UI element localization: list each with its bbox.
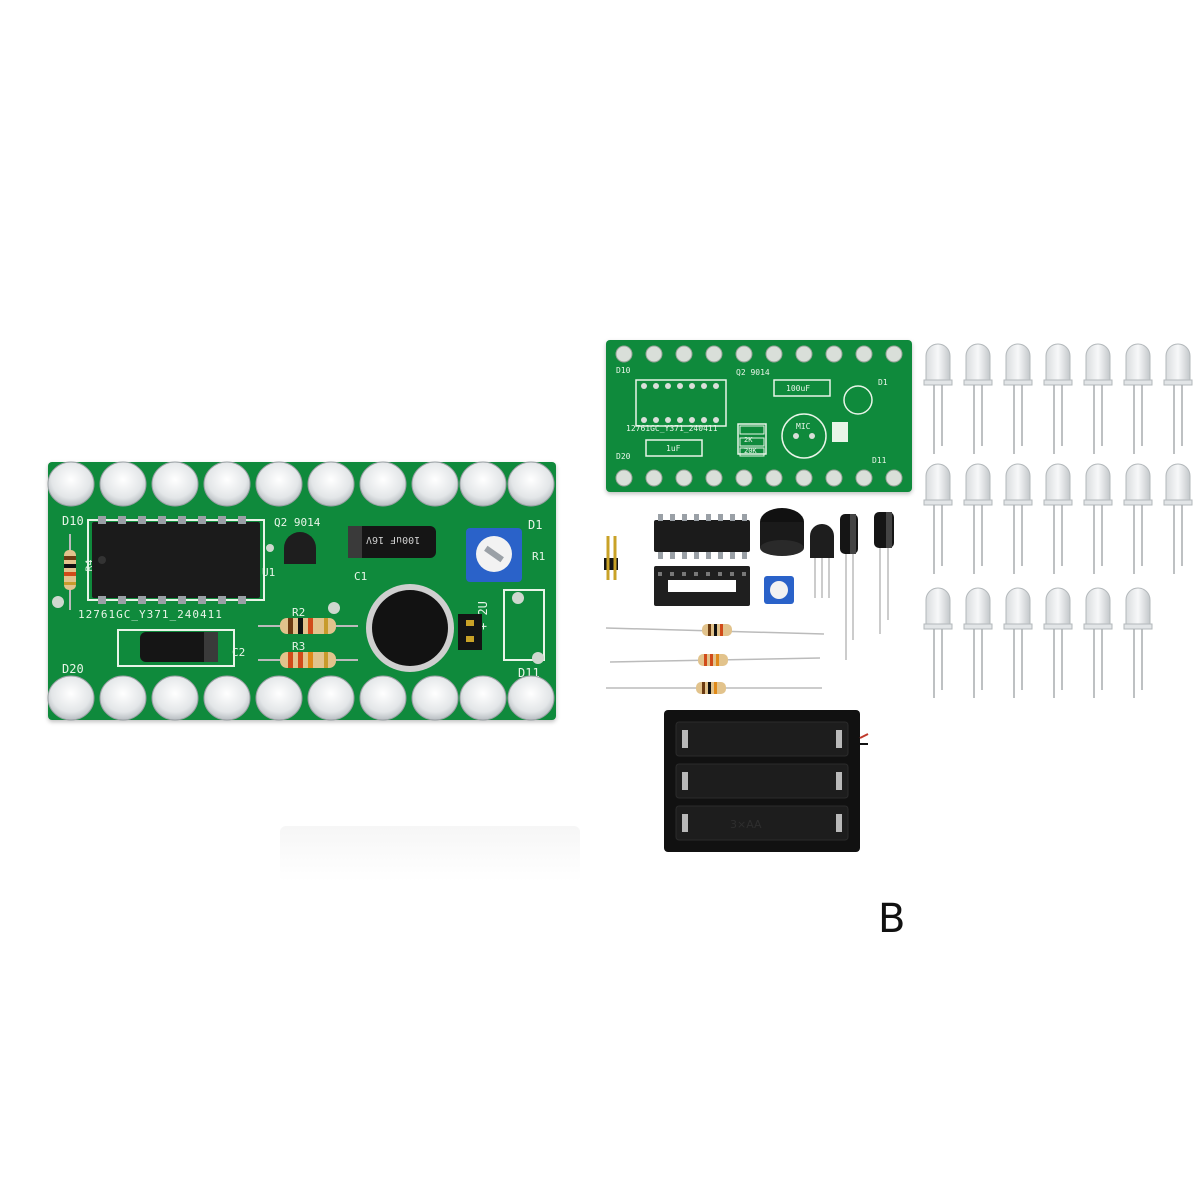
board-reflection xyxy=(280,826,580,882)
kit-transistor xyxy=(810,524,834,598)
potentiometer-r1 xyxy=(466,528,522,582)
resistor-r4 xyxy=(64,534,76,610)
label-u1: U1 xyxy=(262,566,276,579)
kit-label-1uf: 1uF xyxy=(666,444,681,453)
kit-capacitor-1uf xyxy=(840,514,858,660)
loose-leds xyxy=(923,343,1193,699)
kit-label-d11: D11 xyxy=(872,456,887,465)
ic-socket xyxy=(654,566,750,606)
kit-microphone xyxy=(760,508,804,556)
kit-ic-chip xyxy=(654,514,750,559)
label-r3: R3 xyxy=(292,640,306,653)
kit-capacitor-100uf xyxy=(874,512,894,634)
kit-resistors xyxy=(605,624,825,694)
variant-label: B xyxy=(878,896,906,942)
kit-label-cap: 100uF xyxy=(786,384,811,393)
battery-holder-text: 3×AA xyxy=(730,818,762,831)
loose-components xyxy=(604,508,894,694)
label-d20: D20 xyxy=(62,662,84,676)
microphone xyxy=(366,584,454,672)
resistor-r3 xyxy=(258,652,358,668)
kit-label-2k: 2K xyxy=(744,436,753,444)
led-rows xyxy=(47,461,555,721)
label-r2: R2 xyxy=(292,606,306,619)
capacitor-c2 xyxy=(140,632,218,662)
kit-label-20k: 20K xyxy=(744,447,757,455)
kit-label-mic: MIC xyxy=(796,422,811,431)
ic-chip xyxy=(92,516,260,604)
kit-label-d20: D20 xyxy=(616,452,631,461)
kit-label-d1: D1 xyxy=(878,378,888,387)
capacitor-c1 xyxy=(348,526,436,558)
kit-label-d10: D10 xyxy=(616,366,631,375)
led-row-bottom xyxy=(47,675,555,721)
label-d10: D10 xyxy=(62,514,84,528)
loose-led xyxy=(923,343,953,454)
kit-pcb-pads xyxy=(615,345,903,487)
label-r1: R1 xyxy=(532,550,546,563)
label-c1: C1 xyxy=(354,570,368,583)
label-c2: C2 xyxy=(232,646,246,659)
power-header xyxy=(458,614,482,650)
resistor-r2 xyxy=(258,618,358,634)
label-d1: D1 xyxy=(528,518,543,532)
label-q2: Q2 9014 xyxy=(274,516,321,529)
transistor-q2 xyxy=(284,532,316,564)
board-id-text: 12761GC_Y371_240411 xyxy=(78,608,223,621)
led-row-top xyxy=(47,461,555,507)
kit-potentiometer xyxy=(764,576,794,604)
kit-board-id: 12761GC_Y371_240411 xyxy=(626,424,718,433)
battery-holder xyxy=(664,710,869,852)
assembled-pcb: D10 D1 D20 D11 Q2 9014 U1 C1 C2 R1 R2 R3… xyxy=(47,461,556,721)
kit-pcb: Q2 9014 100uF MIC 12761GC_Y371_240411 D1… xyxy=(606,340,912,492)
pin-header xyxy=(604,536,618,580)
assembled-silkscreen xyxy=(52,519,545,667)
kit-label-q2: Q2 9014 xyxy=(736,368,770,377)
